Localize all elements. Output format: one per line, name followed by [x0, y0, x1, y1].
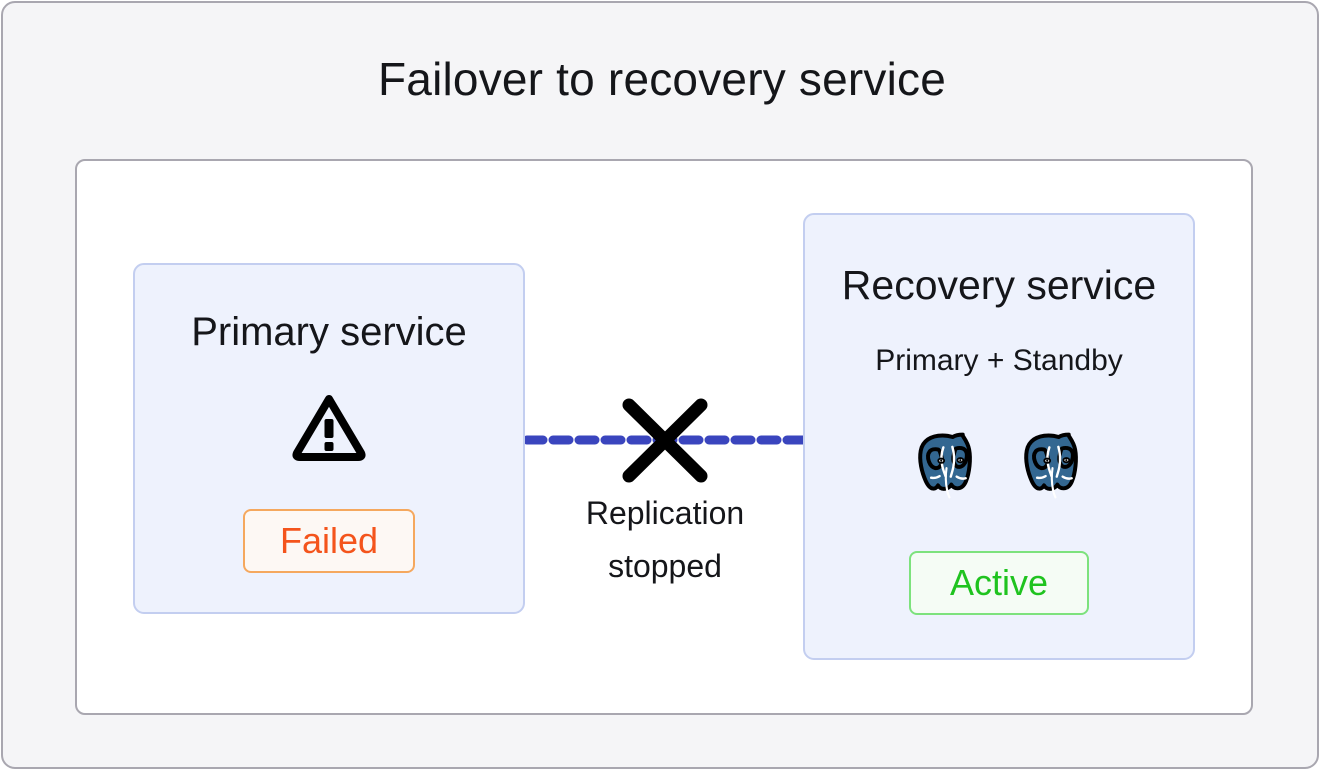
warning-triangle-icon [292, 393, 366, 466]
status-badge-active: Active [909, 551, 1089, 615]
recovery-service-title: Recovery service [841, 262, 1157, 308]
replication-label: Replication stopped [523, 487, 807, 593]
recovery-service-subtitle: Primary + Standby [875, 344, 1123, 377]
recovery-service-node-row [805, 430, 1193, 507]
replication-label-line2: stopped [608, 548, 722, 584]
page-title: Failover to recovery service [378, 53, 946, 105]
primary-service-card[interactable]: Primary service Failed [133, 263, 525, 614]
replication-label-line1: Replication [585, 495, 745, 531]
postgresql-elephant-icon [912, 430, 980, 507]
primary-service-icon-row [135, 393, 523, 466]
recovery-service-card[interactable]: Recovery service Primary + Standby [803, 213, 1195, 660]
status-badge-failed: Failed [243, 509, 415, 573]
cross-mark-icon [622, 398, 708, 483]
primary-service-title: Primary service [191, 310, 467, 354]
replication-connector [522, 398, 810, 484]
postgresql-elephant-icon [1018, 430, 1086, 507]
